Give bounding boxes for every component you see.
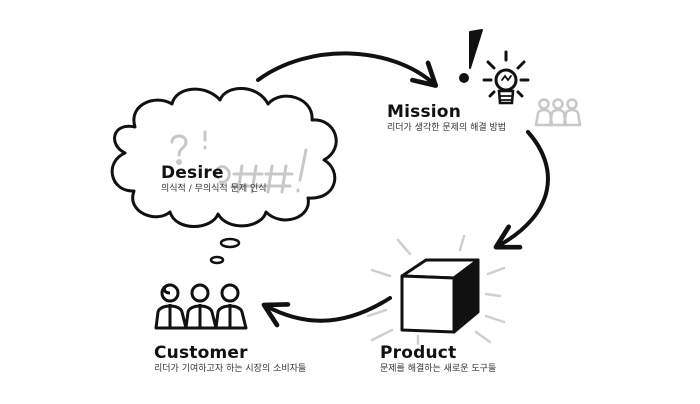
customer-title: Customer — [154, 343, 248, 363]
product-glow-rays — [366, 234, 506, 346]
lightbulb-icon — [482, 50, 530, 105]
customer-description: 리더가 기여하고자 하는 시장의 소비자들 — [154, 364, 307, 374]
arrow-desire-to-mission — [256, 51, 439, 88]
mission-node: Mission 리더가 생각한 문제의 해결 방법 — [387, 102, 506, 134]
people-group-icon — [534, 98, 582, 127]
desire-description: 의식적 / 무의식적 문제 인식 — [161, 184, 267, 194]
product-box-icon — [400, 258, 480, 334]
exclamation-icon — [459, 29, 483, 83]
product-title: Product — [380, 343, 457, 363]
arrow-mission-to-product — [493, 130, 550, 250]
frustration-symbols-icon — [170, 130, 308, 194]
product-node: Product 문제를 해결하는 새로운 도구들 — [380, 343, 496, 375]
product-description: 문제를 해결하는 새로운 도구들 — [380, 364, 497, 374]
thought-cloud-icon — [110, 87, 338, 265]
desire-node: Desire 의식적 / 무의식적 문제 인식 — [161, 163, 267, 195]
mission-title: Mission — [387, 102, 461, 122]
arrow-product-to-customer — [261, 296, 392, 328]
customer-node: Customer 리더가 기여하고자 하는 시장의 소비자들 — [154, 343, 306, 375]
mission-description: 리더가 생각한 문제의 해결 방법 — [387, 123, 507, 133]
desire-title: Desire — [161, 163, 224, 183]
customer-people-icon — [154, 283, 248, 330]
